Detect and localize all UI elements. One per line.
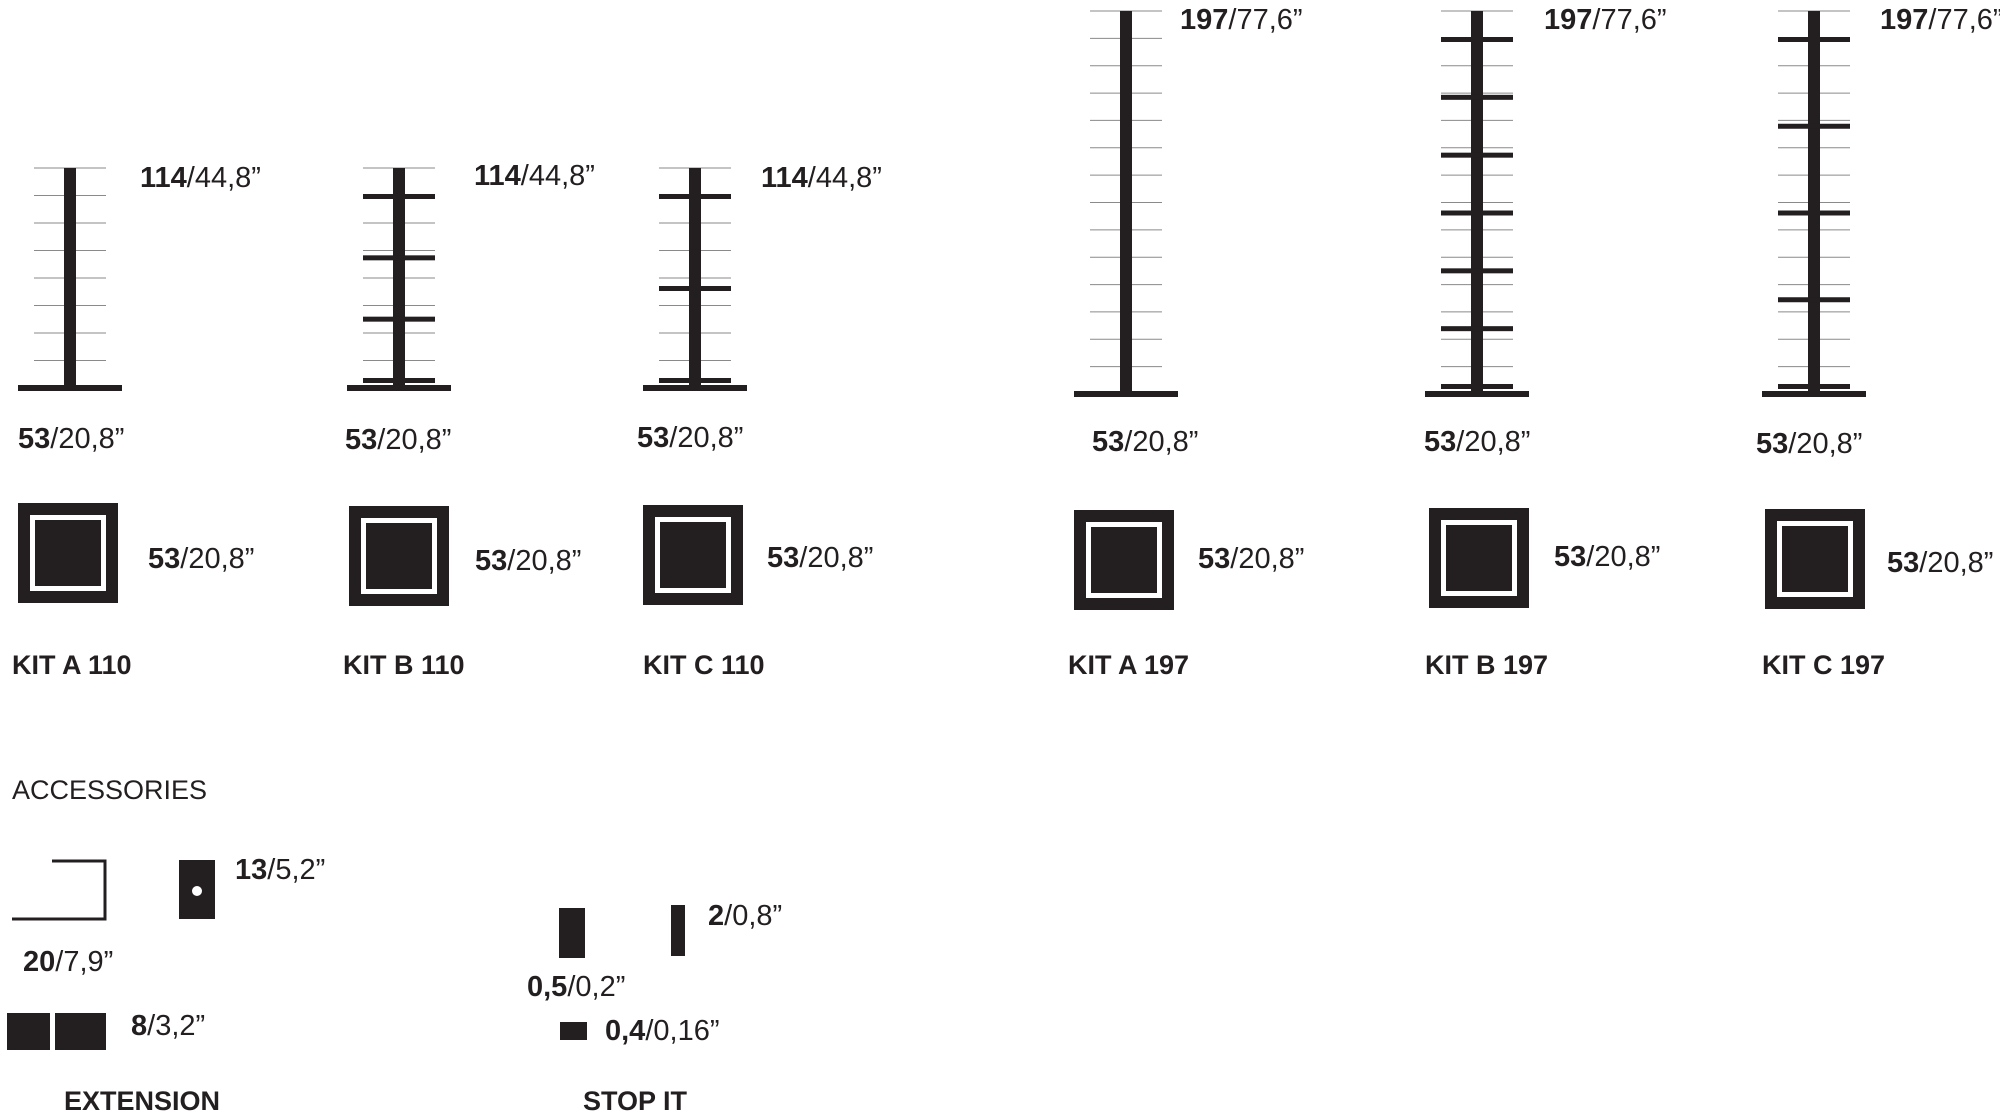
base-width-dimension: 53/20,8” [18, 423, 124, 455]
shelf [1441, 326, 1513, 332]
plan-inner [1091, 527, 1157, 593]
extension-height-dimension: 8/3,2” [131, 1010, 205, 1042]
plan-view-icon [349, 506, 449, 606]
shelf [1441, 210, 1513, 216]
extension-section-icon [179, 860, 215, 919]
shelf [1778, 123, 1850, 129]
plan-size-dimension: 53/20,8” [1198, 543, 1304, 575]
plan-size-dimension: 53/20,8” [1887, 547, 1993, 579]
extension-front-view [7, 1013, 106, 1050]
base-plate [1425, 391, 1529, 397]
pole [1471, 11, 1483, 394]
kit-label: KIT B 197 [1425, 650, 1548, 680]
base-width-dimension: 53/20,8” [637, 422, 743, 454]
plan-size-dimension: 53/20,8” [148, 543, 254, 575]
extension-side-view [12, 859, 107, 921]
base-plate [1762, 391, 1866, 397]
kit-a-197: 197/77,6” 53/20,8” 53/20,8” KIT A 197 [1068, 4, 1304, 680]
kit-c-197: 197/77,6” 53/20,8” 53/20,8” KIT C 197 [1756, 4, 2000, 680]
shelf [1441, 268, 1513, 274]
kit-a-110: 114/44,8” 53/20,8” 53/20,8” KIT A 110 [12, 162, 261, 680]
height-dimension: 114/44,8” [761, 162, 882, 194]
plan-inner [1782, 526, 1848, 592]
stop-it-depth-dimension: 0,4/0,16” [605, 1015, 720, 1047]
shelf [1778, 384, 1850, 389]
base-width-dimension: 53/20,8” [1756, 428, 1862, 460]
height-dimension: 197/77,6” [1544, 4, 1667, 36]
height-dimension: 197/77,6” [1180, 4, 1303, 36]
base-width-dimension: 53/20,8” [345, 424, 451, 456]
shelf [1778, 297, 1850, 303]
plan-inner [366, 523, 432, 589]
shelf [363, 378, 435, 383]
height-dimension: 197/77,6” [1880, 4, 2000, 36]
shelf [363, 316, 435, 322]
plan-view-icon [18, 503, 118, 603]
elevation-drawing [1425, 10, 1529, 397]
shelf [1778, 210, 1850, 216]
shelf [1441, 384, 1513, 389]
base-plate [1074, 391, 1178, 397]
plan-inner [35, 520, 101, 586]
height-dimension: 114/44,8” [140, 162, 261, 194]
base-width-dimension: 53/20,8” [1092, 426, 1198, 458]
extension-section-dimension: 13/5,2” [235, 854, 325, 886]
shelf [363, 255, 435, 261]
kit-label: KIT A 110 [12, 650, 132, 680]
shelf [659, 286, 731, 291]
plan-view-icon [1074, 510, 1174, 610]
plan-size-dimension: 53/20,8” [475, 545, 581, 577]
kit-label: KIT C 197 [1762, 650, 1885, 680]
shelf [1441, 152, 1513, 158]
stop-it-side-view [671, 905, 685, 956]
kit-label: KIT C 110 [643, 650, 765, 680]
base-plate [347, 385, 451, 391]
stop-it-height-dimension: 2/0,8” [708, 900, 782, 932]
elevation-drawing [347, 167, 451, 391]
accessories-title: ACCESSORIES [12, 775, 207, 805]
stop-it-width-dimension: 0,5/0,2” [527, 971, 625, 1003]
plan-inner [660, 522, 726, 588]
shelf [363, 194, 435, 199]
pole [689, 168, 701, 388]
elevation-drawing [643, 167, 747, 391]
shelf [1441, 37, 1513, 42]
plan-inner [1446, 525, 1512, 591]
kit-label: KIT B 110 [343, 650, 465, 680]
shelf [1778, 37, 1850, 42]
accessory-stop-it: 2/0,8” 0,5/0,2” 0,4/0,16” STOP IT [527, 900, 782, 1112]
plan-view-icon [643, 505, 743, 605]
plan-view-icon [1765, 509, 1865, 609]
plan-view-icon [1429, 508, 1529, 608]
extension-length-dimension: 20/7,9” [23, 946, 113, 978]
base-width-dimension: 53/20,8” [1424, 426, 1530, 458]
base-plate [18, 385, 122, 391]
height-dimension: 114/44,8” [474, 160, 595, 192]
pole [64, 168, 76, 388]
shelf [659, 378, 731, 383]
stop-it-top-view [560, 1022, 587, 1040]
stop-it-label: STOP IT [583, 1086, 688, 1112]
elevation-drawing [1074, 10, 1178, 397]
shelf [659, 194, 731, 199]
pole [1808, 11, 1820, 394]
extension-label: EXTENSION [64, 1086, 220, 1112]
stop-it-front-view [559, 908, 585, 958]
pole [1120, 11, 1132, 394]
shelf [1441, 94, 1513, 100]
elevation-drawing [18, 167, 122, 391]
accessory-extension: 13/5,2” 20/7,9” 8/3,2” EXTENSION [7, 854, 325, 1112]
base-plate [643, 385, 747, 391]
kit-b-197: 197/77,6” 53/20,8” 53/20,8” KIT B 197 [1424, 4, 1667, 680]
plan-size-dimension: 53/20,8” [767, 542, 873, 574]
elevation-drawing [1762, 10, 1866, 397]
kit-c-110: 114/44,8” 53/20,8” 53/20,8” KIT C 110 [637, 162, 882, 680]
kit-label: KIT A 197 [1068, 650, 1189, 680]
pole [393, 168, 405, 388]
plan-size-dimension: 53/20,8” [1554, 541, 1660, 573]
kit-b-110: 114/44,8” 53/20,8” 53/20,8” KIT B 110 [343, 160, 595, 680]
